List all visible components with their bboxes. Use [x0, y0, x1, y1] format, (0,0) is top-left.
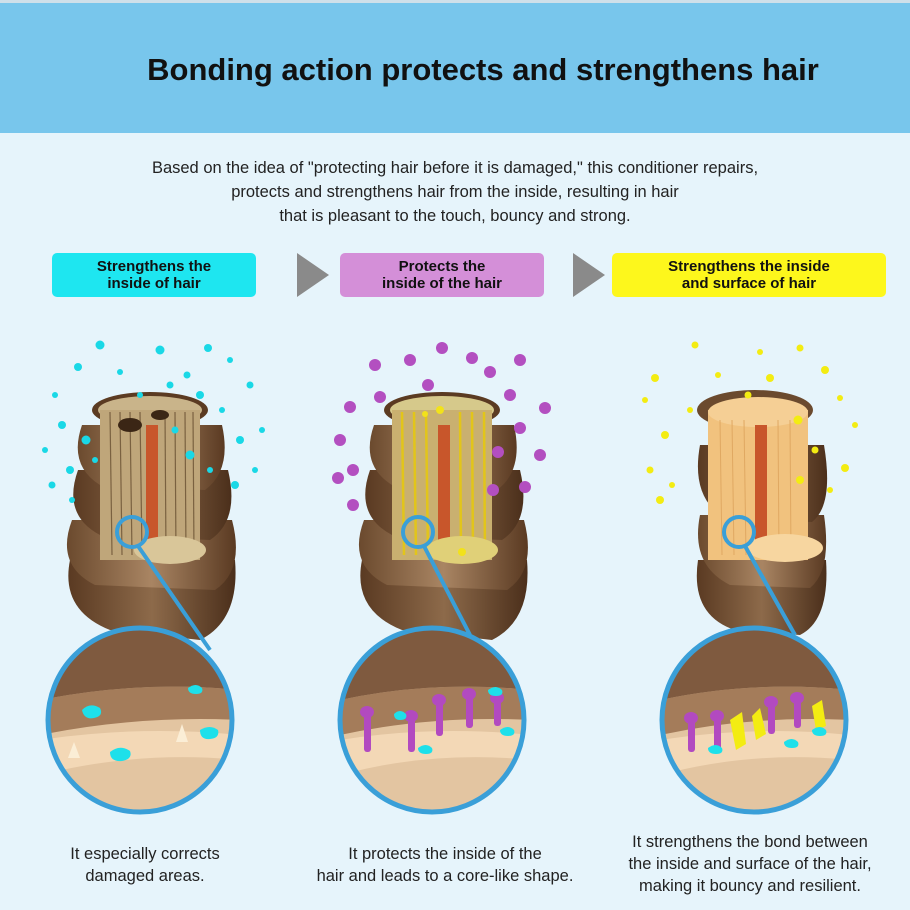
zoom-lens-1	[45, 625, 235, 815]
zoom-lens-3	[659, 625, 849, 815]
step-1-label: Strengthens the inside of hair	[52, 253, 256, 297]
step-1-label-line: inside of hair	[107, 275, 201, 292]
intro-line: Based on the idea of "protecting hair be…	[151, 159, 759, 177]
header-banner	[0, 3, 910, 133]
hair-strand-1	[66, 392, 236, 640]
hair-strand-3	[696, 390, 828, 635]
arrow-right-icon	[297, 253, 329, 297]
step-1-caption: It especially corrects damaged areas.	[20, 843, 270, 887]
caption-line: making it bouncy and resilient.	[639, 877, 861, 895]
cyan-particles	[42, 340, 265, 503]
step-1-label-line: Strengthens the	[96, 258, 212, 275]
step-3-label-line: and surface of hair	[681, 275, 817, 292]
step-3-caption: It strengthens the bond between the insi…	[600, 831, 900, 897]
step-3-label-line: Strengthens the inside	[668, 258, 830, 275]
yellow-particles	[642, 341, 858, 504]
step-2-label-line: inside of the hair	[381, 275, 502, 292]
step-2-caption: It protects the inside of the hair and l…	[290, 843, 600, 887]
caption-line: hair and leads to a core-like shape.	[316, 867, 574, 885]
zoom-lens-2	[337, 625, 527, 815]
page-title: Bonding action protects and strengthens …	[147, 52, 819, 87]
step-2-label-line: Protects the	[398, 258, 486, 275]
caption-line: It strengthens the bond between	[632, 833, 868, 851]
arrow-right-icon	[573, 253, 605, 297]
intro-line: protects and strengthens hair from the i…	[231, 183, 679, 201]
magenta-particles	[332, 342, 551, 511]
caption-line: It protects the inside of the	[348, 845, 542, 863]
hair-strand-2	[358, 392, 528, 640]
intro-text: Based on the idea of "protecting hair be…	[60, 156, 850, 228]
top-strip	[0, 0, 910, 3]
step-2-label: Protects the inside of the hair	[340, 253, 544, 297]
hair-illustrations	[42, 340, 858, 815]
step-3-label: Strengthens the inside and surface of ha…	[612, 253, 886, 297]
lens-connectors	[115, 515, 797, 652]
caption-line: damaged areas.	[85, 867, 205, 885]
caption-line: the inside and surface of the hair,	[628, 855, 872, 873]
caption-line: It especially corrects	[70, 845, 220, 863]
intro-line: that is pleasant to the touch, bouncy an…	[279, 207, 631, 225]
